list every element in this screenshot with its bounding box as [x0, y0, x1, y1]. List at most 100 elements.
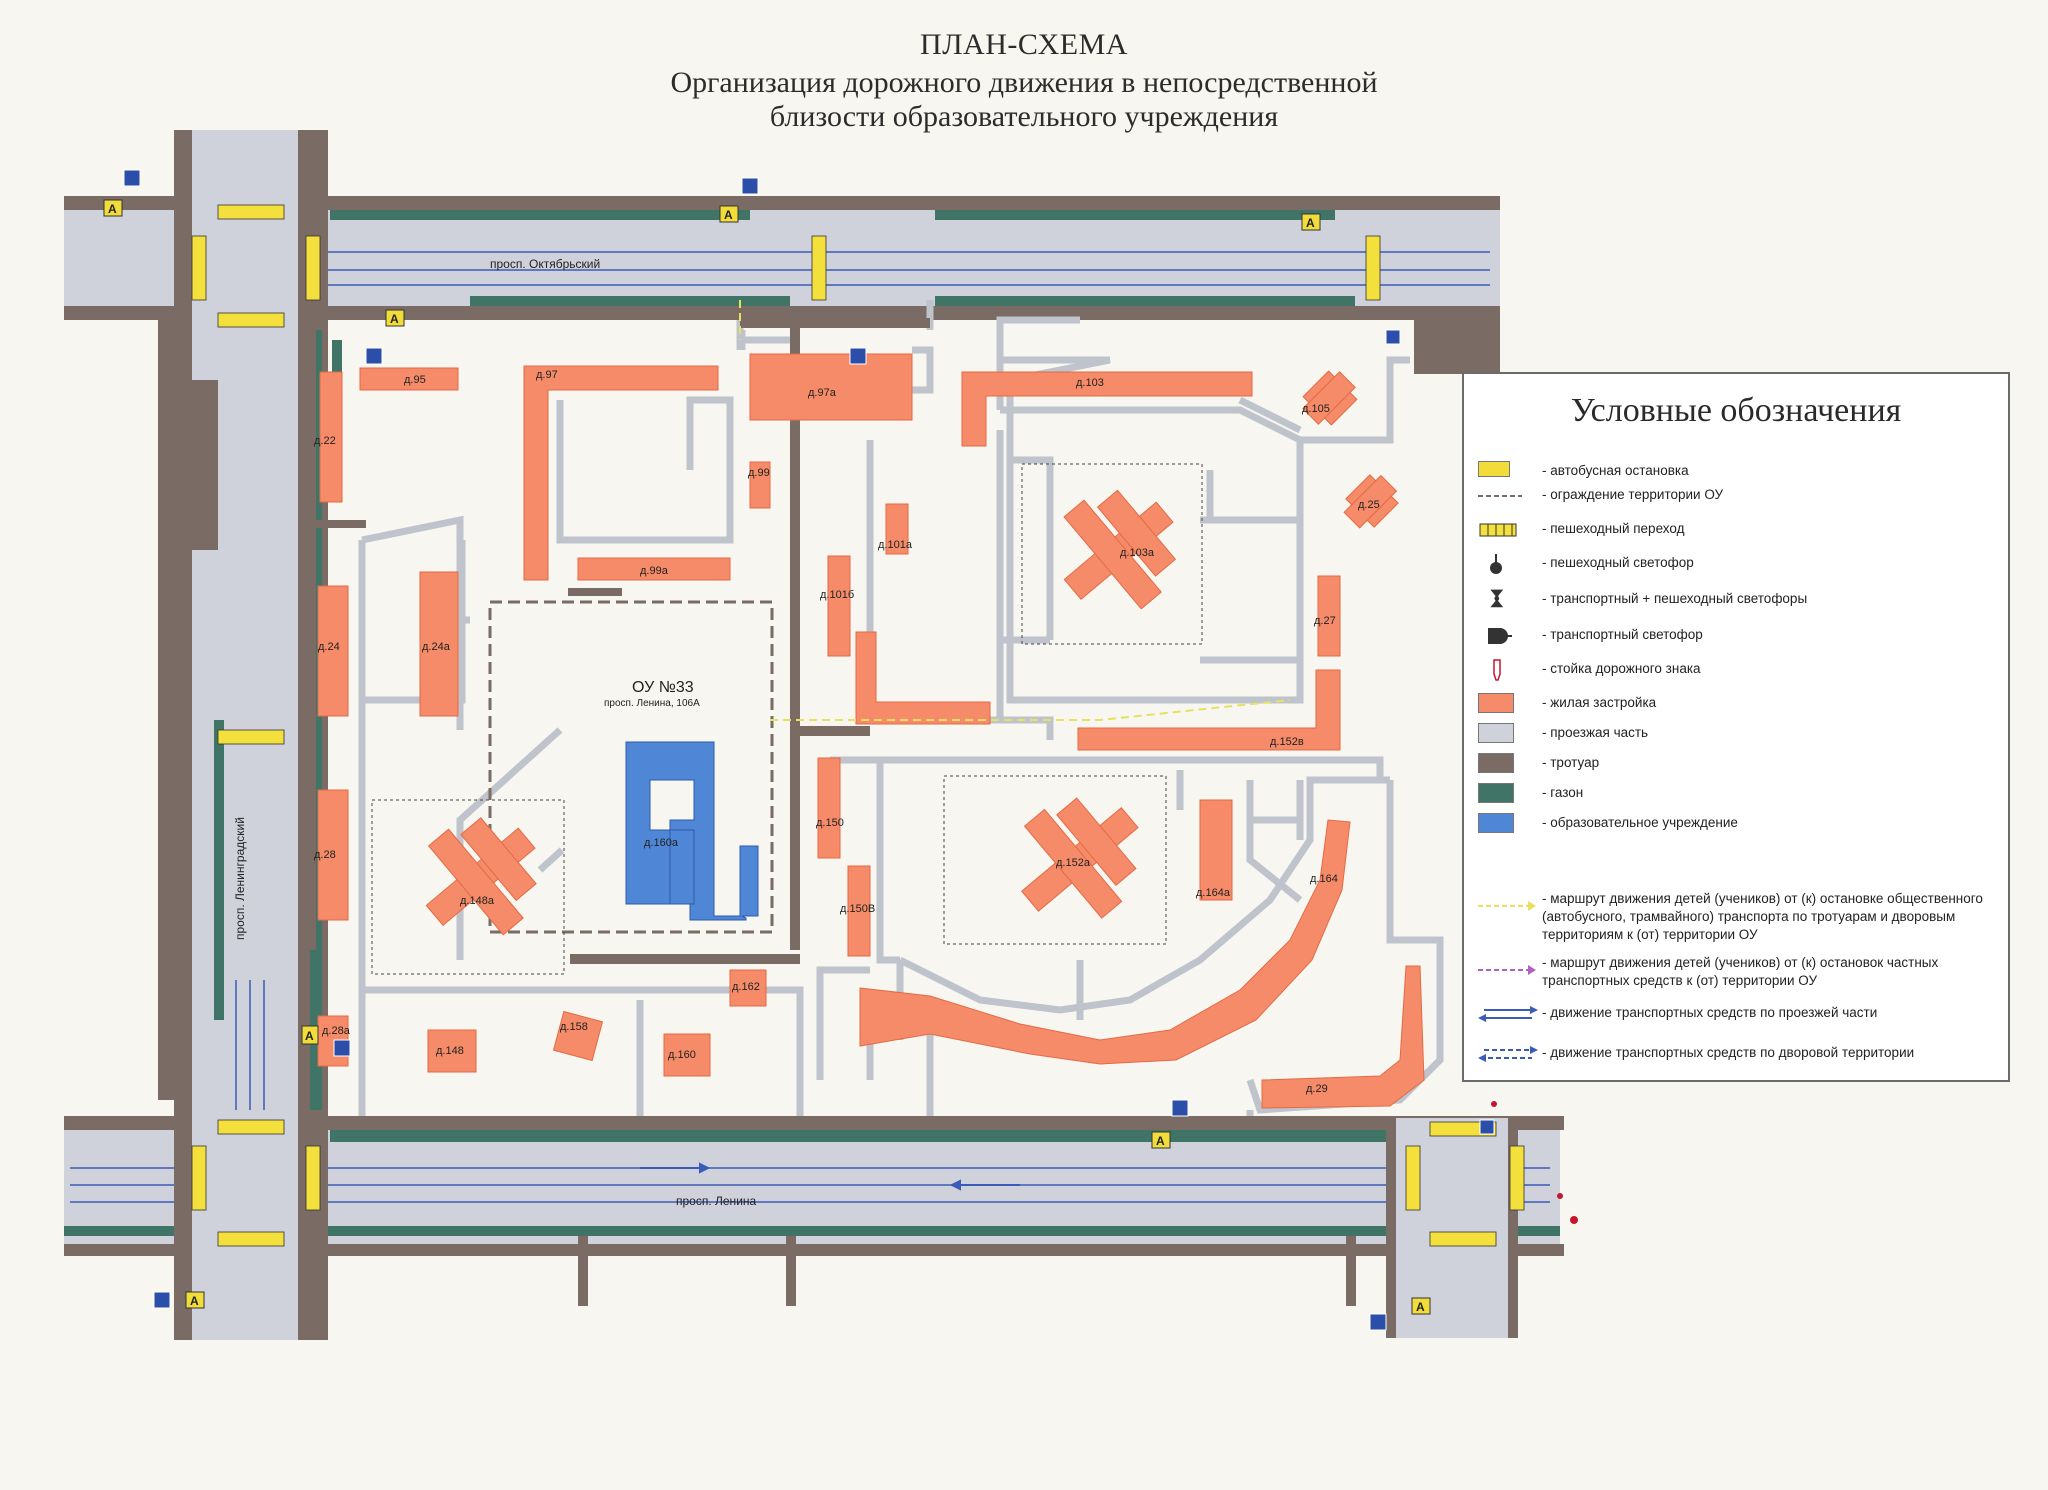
label-b162: д.162 [732, 981, 760, 993]
label-b97: д.97 [536, 369, 558, 381]
legend-label: - пешеходный переход [1542, 521, 1685, 536]
legend-item-roadway: - проезжая часть [1464, 720, 2008, 750]
double-arrow-icon [1478, 1006, 1538, 1022]
bus-stop-icon: А [185, 1291, 205, 1309]
label-b95: д.95 [404, 374, 426, 386]
svg-text:А: А [724, 208, 733, 222]
school-address: просп. Ленина, 106А [604, 698, 700, 709]
legend-panel: Условные обозначения - автобусная остано… [1462, 372, 2010, 1082]
legend-label: - движение транспортных средств по дворо… [1542, 1045, 1915, 1060]
inner-sidewalks [306, 318, 930, 964]
sign-post-icon [1493, 659, 1501, 681]
legend-label: - жилая застройка [1542, 695, 1657, 710]
legend-item-traffic-road: - движение транспортных средств по проез… [1464, 1000, 2008, 1030]
dashed-arrow-yellow-icon [1478, 901, 1536, 911]
road-signs [123, 169, 1495, 1331]
label-b105: д.105 [1302, 403, 1330, 415]
residential-buildings [317, 353, 1425, 1109]
bus-stop-swatch [1478, 461, 1510, 477]
label-b28a: д.28а [322, 1025, 351, 1037]
legend-item-route-private: - маршрут движения детей (учеников) от (… [1464, 955, 2008, 996]
legend-item-route-public: - маршрут движения детей (учеников) от (… [1464, 891, 2008, 946]
bus-stop-icon: А [719, 205, 739, 223]
legend-label: - пешеходный светофор [1542, 555, 1694, 570]
map-subtitle-line2: близости образовательного учреждения [769, 100, 1279, 133]
legend-label: - тротуар [1542, 755, 1600, 770]
label-b101a: д.101а [878, 539, 913, 551]
label-b150: д.150 [816, 817, 844, 829]
svg-text:А: А [190, 1294, 199, 1308]
school-swatch [1478, 813, 1514, 833]
building-labels: д.95 д.97 д.97а д.99 д.99а д.103 д.105 д… [314, 369, 1380, 1095]
legend-item-traffic-ped-lights: - транспортный + пешеходный светофоры [1464, 586, 2008, 616]
fence-icon [1478, 495, 1522, 497]
label-b160: д.160 [668, 1049, 696, 1061]
label-b152a: д.152а [1056, 857, 1091, 869]
dashed-arrow-purple-icon [1478, 965, 1536, 975]
svg-text:А: А [305, 1029, 314, 1043]
traffic-pedestrian-lights-icon [1490, 589, 1504, 608]
legend-label: - автобусная остановка [1542, 463, 1689, 478]
legend-label: - маршрут движения детей (учеников) от (… [1542, 891, 1983, 942]
legend-label: - проезжая часть [1542, 725, 1649, 740]
label-b97a: д.97а [808, 387, 837, 399]
legend-label: - транспортный + пешеходный светофоры [1542, 591, 1808, 606]
label-b24a: д.24а [422, 641, 451, 653]
traffic-arrows [640, 1162, 1020, 1191]
bus-stop-icon: А [1411, 1297, 1431, 1315]
legend-item-ped-light: - пешеходный светофор [1464, 550, 2008, 580]
map-title: ПЛАН-СХЕМА [920, 28, 1128, 61]
pedestrian-crossings [191, 204, 1525, 1247]
legend-item-lawn: - газон [1464, 780, 2008, 810]
pedestrian-light-icon [1490, 554, 1502, 574]
label-b99a: д.99а [640, 565, 669, 577]
legend-label: - газон [1542, 785, 1584, 800]
cross-buildings [425, 489, 1177, 936]
yard-driveways [358, 300, 1444, 1116]
label-b148: д.148 [436, 1045, 464, 1057]
bus-stop-icon: А [103, 199, 123, 217]
legend-item-traffic-yard: - движение транспортных средств по дворо… [1464, 1040, 2008, 1070]
legend-label: - транспортный светофор [1542, 627, 1703, 642]
legend-label: - маршрут движения детей (учеников) от (… [1542, 955, 1939, 988]
legend-item-traffic-light: - транспортный светофор [1464, 622, 2008, 652]
legend-item-school: - образовательное учреждение [1464, 810, 2008, 840]
svg-text:А: А [108, 202, 117, 216]
street-oktyabrsky: просп. Октябрьский [490, 257, 600, 271]
bus-stop-icon: А [301, 1025, 319, 1045]
svg-text:А: А [1306, 216, 1315, 230]
sidewalk-swatch [1478, 753, 1514, 773]
yard-zones [371, 463, 1203, 975]
roadway-swatch [1478, 723, 1514, 743]
crossing-icon [1479, 523, 1517, 537]
legend-label: - ограждение территории ОУ [1542, 487, 1724, 502]
label-b27: д.27 [1314, 615, 1336, 627]
bus-stop-icon: А [385, 309, 405, 327]
label-b101b: д.101б [820, 589, 854, 601]
label-b152v: д.152в [1270, 736, 1304, 748]
label-b25: д.25 [1358, 499, 1380, 511]
svg-text:А: А [1416, 1300, 1425, 1314]
lawn-swatch [1478, 783, 1514, 803]
bus-stop-icon: А [1151, 1131, 1171, 1149]
school-building [625, 741, 759, 921]
svg-text:А: А [390, 312, 399, 326]
legend-item-fence: - ограждение территории ОУ [1464, 482, 2008, 512]
legend-item-residential: - жилая застройка [1464, 690, 2008, 720]
label-b22: д.22 [314, 435, 336, 447]
legend-item-sidewalk: - тротуар [1464, 750, 2008, 780]
label-b99: д.99 [748, 467, 770, 479]
traffic-light-icon [1488, 628, 1512, 644]
legend-label: - стойка дорожного знака [1542, 661, 1701, 676]
legend-item-bus-stop: - автобусная остановка [1464, 458, 2008, 488]
label-b148a: д.148а [460, 895, 495, 907]
svg-text:А: А [1156, 1134, 1165, 1148]
label-b164: д.164 [1310, 873, 1338, 885]
label-b24: д.24 [318, 641, 340, 653]
bus-stop-icon: А [1301, 213, 1321, 231]
label-school-building: д.160а [644, 837, 679, 849]
label-b164a: д.164а [1196, 887, 1231, 899]
legend-label: - движение транспортных средств по проез… [1542, 1005, 1878, 1020]
